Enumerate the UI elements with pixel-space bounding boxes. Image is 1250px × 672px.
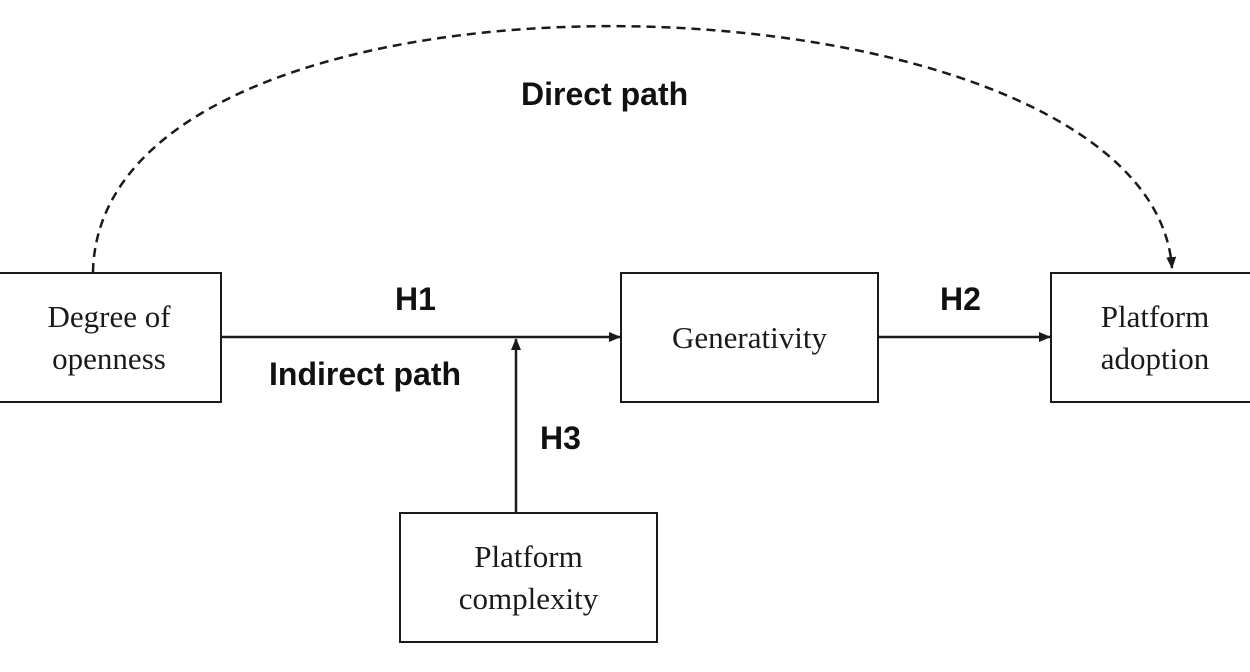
generativity-node: Generativity [620, 272, 879, 403]
node-label-line: Degree of [47, 298, 171, 334]
node-label-line: Platform [1100, 298, 1210, 334]
h2-label: H2 [940, 281, 981, 317]
node-label-line: Generativity [672, 319, 827, 355]
direct-path-label: Direct path [521, 76, 689, 112]
degree-of-openness-node: Degree of openness [0, 272, 222, 403]
h1-label: H1 [395, 281, 436, 317]
platform-adoption-node: Platform adoption [1050, 272, 1250, 403]
h3-label: H3 [540, 420, 581, 456]
node-label-line: Platform [474, 538, 583, 574]
node-label-line: complexity [458, 580, 599, 616]
direct-path-arrow [91, 25, 1177, 273]
platform-complexity-node: Platform complexity [399, 512, 658, 643]
node-label-line: adoption [1100, 340, 1210, 376]
node-label-line: openness [52, 340, 166, 376]
indirect-path-label: Indirect path [269, 356, 462, 392]
